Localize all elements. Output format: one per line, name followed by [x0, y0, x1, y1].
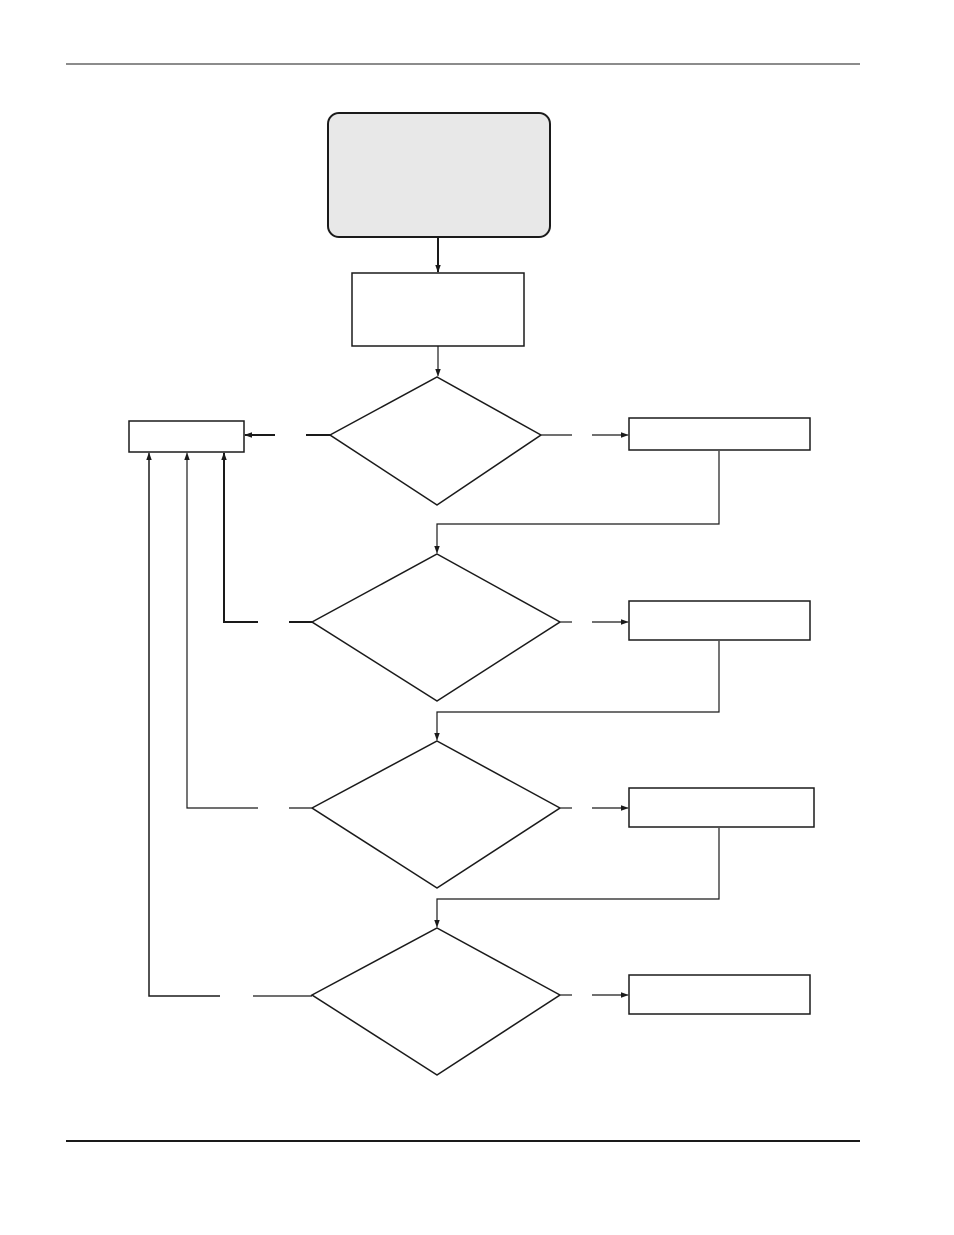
edge-result-2-decision-3 [434, 641, 720, 741]
node-right-result-1 [628, 417, 811, 451]
node-decision-4 [310, 927, 562, 1076]
edge-result-3-decision-4 [434, 828, 720, 928]
node-process-1 [351, 272, 525, 347]
edge-decision-3-left-arrow [184, 452, 258, 809]
node-right-result-2 [628, 600, 811, 641]
edge-decision-2-left-arrow [221, 452, 258, 623]
edge-result-1-decision-2 [434, 451, 720, 554]
node-right-result-3 [628, 787, 815, 828]
edge-decision-4-left-arrow [146, 452, 220, 997]
node-decision-3 [310, 740, 562, 889]
node-decision-1 [328, 376, 543, 506]
node-right-result-4 [628, 974, 811, 1015]
node-start [327, 112, 551, 238]
node-decision-2 [310, 553, 562, 702]
node-left-result [128, 420, 245, 453]
